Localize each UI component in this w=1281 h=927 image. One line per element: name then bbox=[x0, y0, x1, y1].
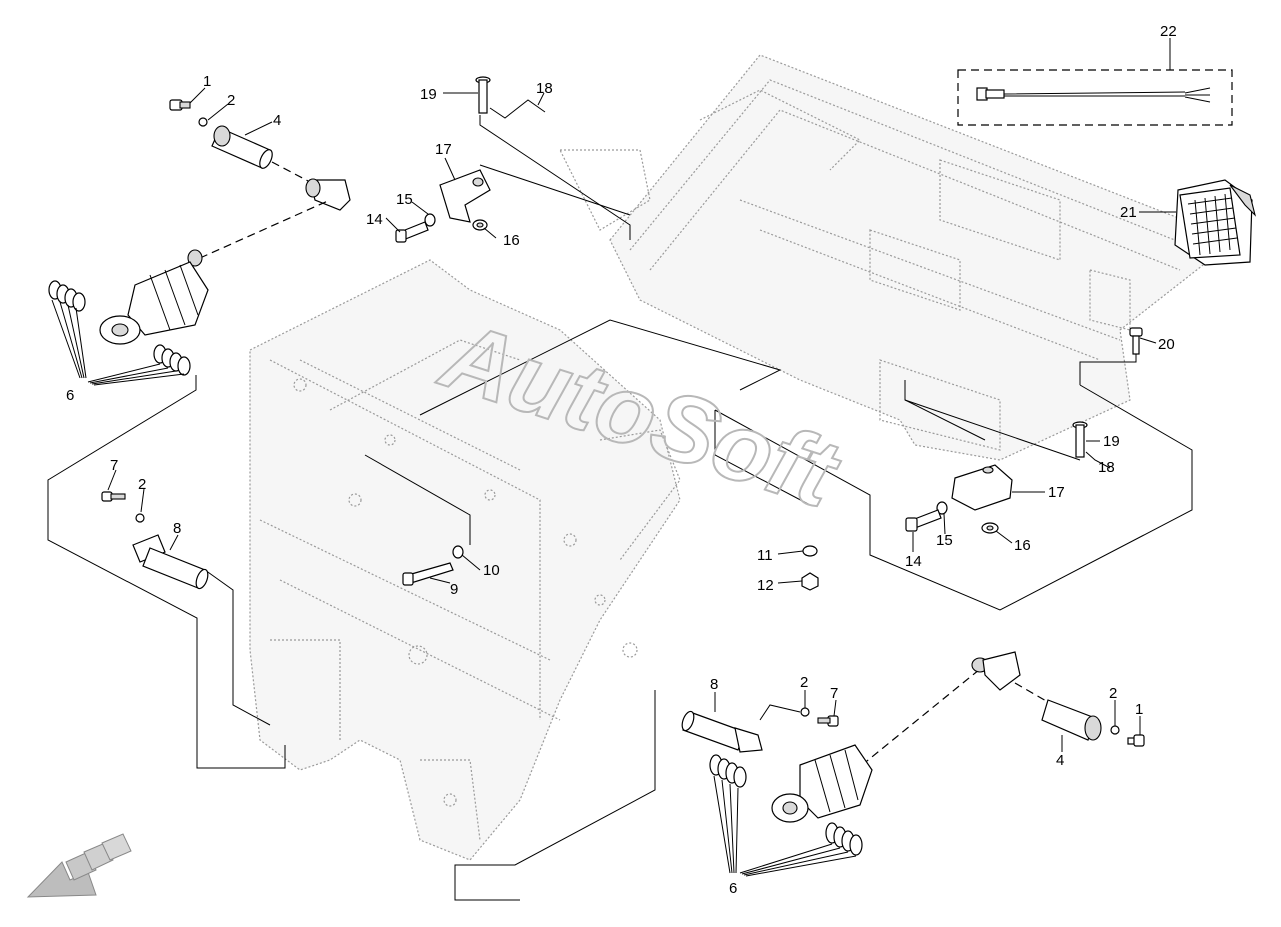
washer-2-top bbox=[198, 117, 208, 127]
callout-4-top: 4 bbox=[273, 112, 281, 129]
washer-2-left bbox=[135, 513, 145, 523]
callout-12: 12 bbox=[757, 577, 774, 594]
bolt-14-right bbox=[905, 509, 942, 532]
bracket-17-top bbox=[439, 169, 491, 223]
assembly-leader-lines bbox=[47, 115, 1193, 901]
callout-15-right: 15 bbox=[936, 532, 953, 549]
bolt-7-left bbox=[101, 491, 126, 502]
callout-1-top: 1 bbox=[203, 73, 211, 90]
pin-4-bottom bbox=[1041, 699, 1102, 741]
bolt-20 bbox=[1129, 327, 1143, 355]
pin-19-top bbox=[475, 76, 491, 114]
washer-2-right bbox=[1110, 725, 1120, 735]
bolt-7-bottom bbox=[817, 715, 839, 727]
washer-11 bbox=[802, 545, 818, 557]
callout-leaders bbox=[107, 38, 1176, 752]
washer-16-top bbox=[472, 219, 488, 231]
pin-8-right bbox=[681, 710, 763, 753]
callout-10: 10 bbox=[483, 562, 500, 579]
callout-21: 21 bbox=[1120, 204, 1137, 221]
springs-6-right bbox=[709, 754, 863, 877]
callout-20: 20 bbox=[1158, 336, 1175, 353]
washer-15-right bbox=[936, 501, 948, 515]
bushing-top bbox=[187, 249, 203, 267]
axis-line-4-bottom bbox=[1014, 682, 1049, 703]
callout-2-right: 2 bbox=[1109, 685, 1117, 702]
callout-16-top: 16 bbox=[503, 232, 520, 249]
callout-17-right: 17 bbox=[1048, 484, 1065, 501]
callout-18-top: 18 bbox=[536, 80, 553, 97]
callout-1-bottom: 1 bbox=[1135, 701, 1143, 718]
flange-right bbox=[771, 793, 809, 823]
bolt-14-top bbox=[395, 221, 429, 243]
callout-8-right: 8 bbox=[710, 676, 718, 693]
wiring-harness-22 bbox=[957, 69, 1233, 126]
bolt-1-top bbox=[169, 99, 191, 111]
pin-8-left bbox=[132, 534, 209, 590]
clip-18-right bbox=[1085, 451, 1111, 469]
bolt-1-bottom bbox=[1127, 734, 1145, 747]
front-direction-arrow-icon bbox=[26, 833, 132, 898]
pin-4-top bbox=[211, 125, 273, 169]
washer-10 bbox=[452, 545, 464, 559]
callout-6-left: 6 bbox=[66, 387, 74, 404]
pin-19-right bbox=[1072, 421, 1088, 458]
callout-7-bottom: 7 bbox=[830, 685, 838, 702]
work-light-21 bbox=[1174, 179, 1257, 266]
callout-2-bottom: 2 bbox=[800, 674, 808, 691]
callout-2-left: 2 bbox=[138, 476, 146, 493]
axis-line-shaft bbox=[199, 199, 331, 259]
bolt-9 bbox=[402, 562, 454, 586]
bushing-bottom bbox=[971, 651, 1021, 691]
callout-19-top: 19 bbox=[420, 86, 437, 103]
callout-14-right: 14 bbox=[905, 553, 922, 570]
bracket-17-right bbox=[951, 464, 1013, 511]
callout-14-top: 14 bbox=[366, 211, 383, 228]
springs-6-left bbox=[48, 280, 191, 386]
callout-19-right: 19 bbox=[1103, 433, 1120, 450]
damper-housing-left bbox=[127, 261, 209, 336]
callout-11: 11 bbox=[757, 547, 773, 564]
clip-18-top bbox=[489, 99, 546, 119]
callout-17-top: 17 bbox=[435, 141, 452, 158]
callout-18-right: 18 bbox=[1098, 459, 1115, 476]
callout-2-top: 2 bbox=[227, 92, 235, 109]
nut-12 bbox=[801, 572, 819, 591]
callout-16-right: 16 bbox=[1014, 537, 1031, 554]
shaft-sleeve-top bbox=[305, 178, 351, 211]
washer-16-right bbox=[981, 522, 999, 534]
rear-frame-ghost bbox=[559, 54, 1237, 461]
axis-line-shaft-bottom bbox=[861, 664, 986, 766]
callout-9: 9 bbox=[450, 581, 458, 598]
callout-labels: 1 2 4 6 7 2 8 9 10 19 18 17 15 14 16 11 … bbox=[66, 23, 1177, 897]
damper-housing-right bbox=[799, 744, 873, 819]
callout-15-top: 15 bbox=[396, 191, 413, 208]
callout-22: 22 bbox=[1160, 23, 1177, 40]
callout-6-bottom: 6 bbox=[729, 880, 737, 897]
callout-7-left: 7 bbox=[110, 457, 118, 474]
front-frame-ghost bbox=[249, 259, 681, 861]
axis-line-4 bbox=[271, 161, 311, 183]
flange-left bbox=[99, 315, 141, 345]
callout-8-left: 8 bbox=[173, 520, 181, 537]
washer-15-top bbox=[424, 213, 436, 227]
callout-4-bottom: 4 bbox=[1056, 752, 1064, 769]
washer-2-bottom bbox=[800, 707, 810, 717]
